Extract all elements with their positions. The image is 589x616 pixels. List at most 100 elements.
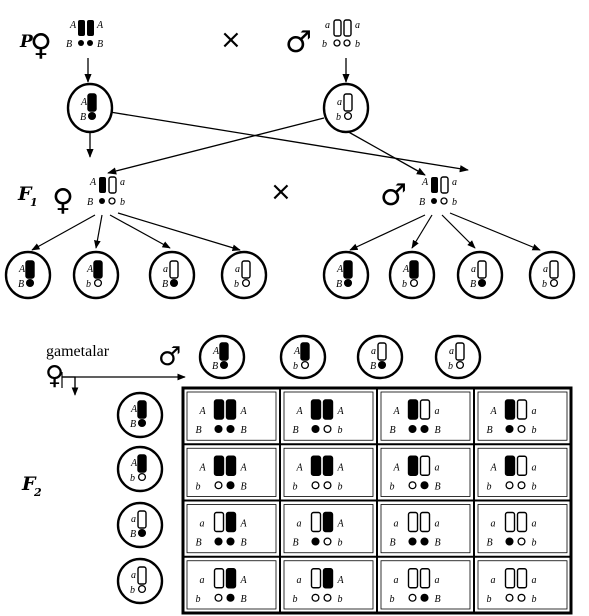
chromosome-light xyxy=(377,342,387,361)
chromosome-dark xyxy=(409,260,419,279)
punnett-header-gamete: ab xyxy=(434,334,482,380)
allele-label: A xyxy=(337,575,345,586)
gene-dot-dark xyxy=(431,198,437,204)
allele-label: B xyxy=(80,112,86,123)
allele-label: A xyxy=(240,406,248,417)
gene-dot-dark xyxy=(137,418,147,428)
allele-label: b xyxy=(86,279,91,290)
chromosome-dark xyxy=(504,399,516,420)
allele-label: b xyxy=(130,473,135,484)
chromosome-dark xyxy=(225,568,237,589)
chromosome-dark xyxy=(225,511,237,533)
gene-dot-dark xyxy=(420,424,429,434)
cell-frame xyxy=(186,447,277,497)
chromosome-light xyxy=(504,568,516,589)
f1-gamete: Ab xyxy=(72,250,120,300)
cell-frame xyxy=(477,447,568,497)
chromosome-light xyxy=(213,568,225,589)
gene-dot-light xyxy=(214,593,223,602)
arrow xyxy=(449,212,541,251)
gene-dot-dark xyxy=(420,537,429,546)
punnett-side-gamete: AB xyxy=(116,391,164,439)
allele-label: b xyxy=(338,594,343,605)
allele-label: a xyxy=(449,346,454,357)
arrow xyxy=(344,129,426,176)
chromosome-light xyxy=(169,260,179,279)
allele-label: b xyxy=(452,197,457,208)
allele-label: b xyxy=(293,481,298,492)
gene-dot-dark xyxy=(420,593,429,602)
chromosome-dark xyxy=(213,399,225,420)
f1-female-genotype: A a B b xyxy=(87,176,125,208)
chromosome-dark xyxy=(219,342,229,361)
allele-label: A xyxy=(89,177,97,188)
chromosome-dark xyxy=(322,568,334,589)
chromosome-dark xyxy=(99,177,106,193)
f1-gamete: ab xyxy=(528,250,576,300)
chromosome-light xyxy=(310,511,322,533)
chromosome-dark xyxy=(225,399,237,420)
chromosome-light xyxy=(310,568,322,589)
gene-dot-light xyxy=(137,472,147,482)
f1-gamete: Ab xyxy=(388,250,436,300)
allele-label: B xyxy=(336,279,342,290)
gene-dot-dark xyxy=(505,537,514,546)
allele-label: A xyxy=(199,406,207,417)
gene-dot-dark xyxy=(214,424,223,434)
allele-label: B xyxy=(87,197,93,208)
cell-frame xyxy=(380,391,471,441)
allele-label: A xyxy=(96,20,104,31)
allele-label: A xyxy=(490,462,498,473)
chromosome-dark xyxy=(78,20,85,36)
allele-label: B xyxy=(18,279,24,290)
chromosome-light xyxy=(504,511,516,533)
allele-label: b xyxy=(120,197,125,208)
punnett-header-gamete: Ab xyxy=(279,334,327,380)
arrow xyxy=(441,214,476,249)
gene-dot-light xyxy=(323,481,332,490)
allele-label: b xyxy=(130,585,135,596)
allele-label: b xyxy=(532,425,537,436)
gene-dot-dark xyxy=(311,424,320,434)
chromosome-light xyxy=(137,510,147,529)
female-symbol-icon: ♀ xyxy=(45,361,64,391)
allele-label: A xyxy=(490,406,498,417)
allele-label: a xyxy=(355,20,360,31)
f1-gamete-arrows xyxy=(31,212,541,252)
cell-frame xyxy=(283,391,374,441)
chromosome-dark xyxy=(310,455,322,476)
chromosome-light xyxy=(516,511,528,533)
gene-dot-light xyxy=(93,278,103,288)
gene-dot-dark xyxy=(377,360,387,370)
gene-dot-light xyxy=(311,593,320,602)
parent-gamete-male: ab xyxy=(322,82,370,134)
gene-dot-dark xyxy=(477,278,487,288)
chromosome-dark xyxy=(407,399,419,420)
allele-label: a xyxy=(532,519,537,530)
allele-label: b xyxy=(338,425,343,436)
allele-label: a xyxy=(532,406,537,417)
cell-frame xyxy=(283,504,374,554)
allele-label: B xyxy=(470,279,476,290)
female-symbol-icon: ♀ xyxy=(30,28,52,63)
chromosome-dark xyxy=(137,454,147,473)
allele-label: A xyxy=(402,264,410,275)
cross-symbol-p: × xyxy=(220,25,242,55)
chromosome-light xyxy=(516,455,528,476)
allele-label: B xyxy=(212,361,218,372)
male-symbol-icon: ♂ xyxy=(380,178,407,213)
allele-label: A xyxy=(393,406,401,417)
cell-frame xyxy=(477,560,568,610)
female-symbol-icon: ♀ xyxy=(52,183,74,218)
allele-label: A xyxy=(393,462,401,473)
chromosome-dark xyxy=(431,177,438,193)
gene-dot-dark xyxy=(78,40,84,46)
gene-dot-light xyxy=(440,197,448,205)
cross-symbol-f1: × xyxy=(270,177,292,207)
